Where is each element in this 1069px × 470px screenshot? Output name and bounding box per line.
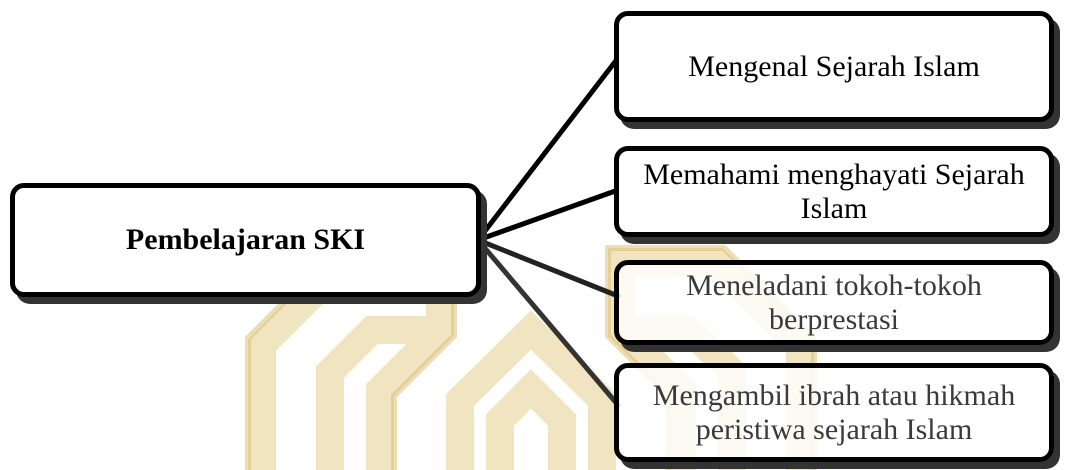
connector-line-2 bbox=[475, 187, 621, 243]
child-node-4: Mengambil ibrah atau hikmah peristiwa se… bbox=[614, 363, 1054, 462]
child-node-1: Mengenal Sejarah Islam bbox=[614, 11, 1054, 122]
connector-line-4 bbox=[475, 237, 621, 408]
root-node: Pembelajaran SKI bbox=[10, 183, 481, 297]
root-node-label: Pembelajaran SKI bbox=[125, 223, 366, 257]
child-node-label-3: Meneladani tokoh-tokoh berprestasi bbox=[686, 268, 982, 336]
child-node-label-2: Memahami menghayati Sejarah Islam bbox=[643, 157, 1025, 225]
connector-line-1 bbox=[475, 55, 621, 243]
child-node-label-1: Mengenal Sejarah Islam bbox=[688, 49, 980, 83]
child-node-3: Meneladani tokoh-tokoh berprestasi bbox=[614, 260, 1054, 345]
connector-line-3 bbox=[475, 237, 621, 299]
child-node-label-4: Mengambil ibrah atau hikmah peristiwa se… bbox=[652, 378, 1016, 446]
child-node-2: Memahami menghayati Sejarah Islam bbox=[614, 146, 1054, 237]
